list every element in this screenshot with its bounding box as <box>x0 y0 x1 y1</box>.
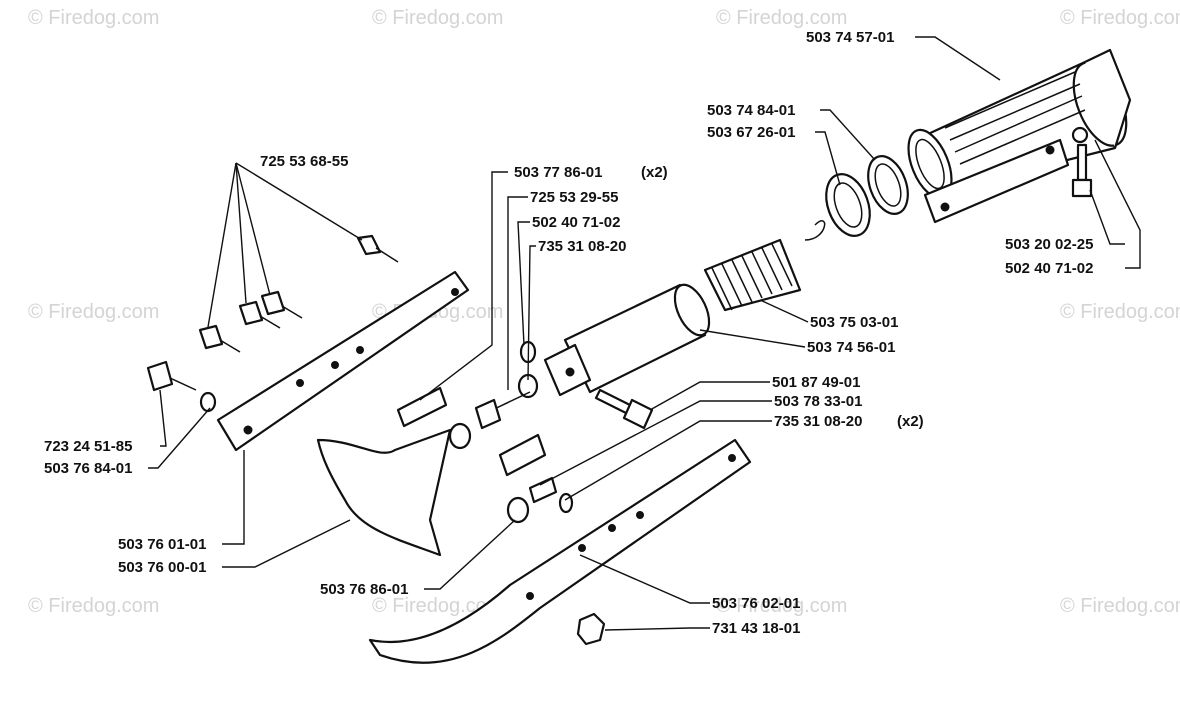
cylinder <box>543 283 711 397</box>
leader-lines <box>148 36 1141 631</box>
handle-screw <box>146 360 217 413</box>
label-502-40-71-02: 502 40 71-02 <box>1005 260 1093 277</box>
watermark: © Firedog.com <box>1060 301 1180 323</box>
label-503-77-86-01: 503 77 86-01 <box>514 164 602 181</box>
label-502-40-71-02: 502 40 71-02 <box>532 214 620 231</box>
label-503-76-01-01: 503 76 01-01 <box>118 536 206 553</box>
bolt <box>594 388 654 430</box>
label-503-76-00-01: 503 76 00-01 <box>118 559 206 576</box>
label-735-31-08-20: 735 31 08-20 <box>774 413 862 430</box>
watermark: © Firedog.com <box>372 7 503 29</box>
label-503-76-02-01: 503 76 02-01 <box>712 595 800 612</box>
spring <box>703 220 826 312</box>
nut <box>576 612 606 646</box>
watermark: © Firedog.com <box>28 595 159 617</box>
rings <box>825 155 909 237</box>
label-501-87-49-01: 501 87 49-01 <box>772 374 860 391</box>
bracket-screw <box>1071 126 1093 198</box>
watermark: © Firedog.com <box>28 301 159 323</box>
watermark: © Firedog.com <box>28 7 159 29</box>
watermark: © Firedog.com <box>1060 7 1180 29</box>
pole-adapter-tube <box>907 48 1132 224</box>
label-qty-x2: (x2) <box>641 164 668 181</box>
label-725-53-68-55: 725 53 68-55 <box>260 153 348 170</box>
label-503-20-02-25: 503 20 02-25 <box>1005 236 1093 253</box>
label-503-75-03-01: 503 75 03-01 <box>810 314 898 331</box>
watermark: © Firedog.com <box>716 7 847 29</box>
upper-bar <box>216 270 470 452</box>
label-731-43-18-01: 731 43 18-01 <box>712 620 800 637</box>
label-503-76-86-01: 503 76 86-01 <box>320 581 408 598</box>
label-723-24-51-85: 723 24 51-85 <box>44 438 132 455</box>
label-735-31-08-20: 735 31 08-20 <box>538 238 626 255</box>
watermark: © Firedog.com <box>372 595 503 617</box>
label-503-67-26-01: 503 67 26-01 <box>707 124 795 141</box>
label-qty-x2: (x2) <box>897 413 924 430</box>
label-503-78-33-01: 503 78 33-01 <box>774 393 862 410</box>
lower-hook <box>368 438 752 664</box>
link-plates <box>396 386 574 524</box>
label-503-76-84-01: 503 76 84-01 <box>44 460 132 477</box>
watermark: © Firedog.com <box>1060 595 1180 617</box>
label-503-74-56-01: 503 74 56-01 <box>807 339 895 356</box>
label-503-74-57-01: 503 74 57-01 <box>806 29 894 46</box>
label-503-74-84-01: 503 74 84-01 <box>707 102 795 119</box>
watermark: © Firedog.com <box>716 595 847 617</box>
part-labels: 503 74 57-01 503 74 84-01 503 67 26-01 7… <box>44 29 1093 637</box>
watermarks: © Firedog.com © Firedog.com © Firedog.co… <box>28 7 1180 617</box>
label-725-53-29-55: 725 53 29-55 <box>530 189 618 206</box>
blade <box>316 428 452 557</box>
screws <box>198 234 399 353</box>
